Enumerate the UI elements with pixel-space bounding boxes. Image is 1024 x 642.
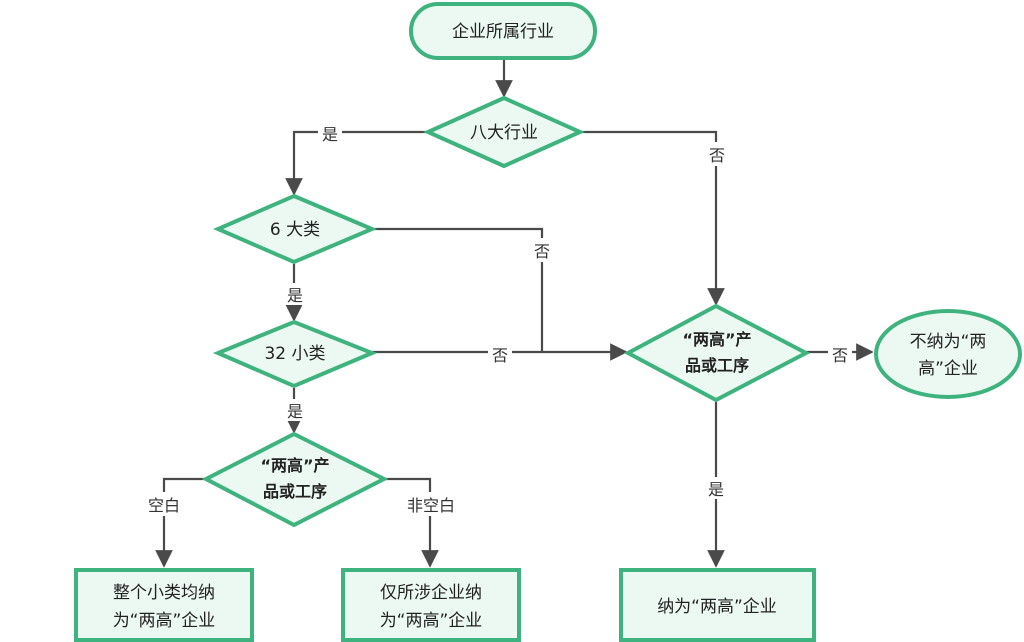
box-whole-line2: 为“两高”企业	[113, 611, 216, 631]
decision-hh-left-line2: 品或工序	[263, 482, 327, 501]
edge-label-yes: 是	[708, 480, 724, 499]
decision-32-subcategories: 32 小类	[212, 319, 378, 389]
decision-two-high-right: “两高”产 品或工序	[623, 303, 811, 403]
box-only-involved: 仅所涉企业纳 为“两高”企业	[341, 568, 521, 642]
edge-eight-yes	[285, 130, 428, 196]
decision-six-categories: 6 大类	[212, 193, 378, 265]
edge-label-no: 否	[492, 346, 508, 365]
edge-hh-nonblank	[384, 477, 439, 568]
box-yes-label: 纳为“两高”企业	[657, 597, 777, 617]
edge-label-nonblank: 非空白	[407, 496, 455, 515]
box-whole-subcategory: 整个小类均纳 为“两高”企业	[74, 568, 254, 642]
edge-eight-no	[580, 130, 725, 306]
end-not-included: 不纳为“两 高”企业	[874, 309, 1022, 399]
edge-label-no: 否	[709, 146, 725, 165]
decision-32-label: 32 小类	[264, 344, 325, 364]
decision-eight-industries: 八大行业	[423, 95, 585, 169]
box-only-line1: 仅所涉企业纳	[380, 583, 482, 603]
edge-six-no	[372, 227, 544, 352]
node-start-label: 企业所属行业	[452, 22, 554, 42]
edge-hh-blank	[155, 477, 206, 568]
edge-label-no: 否	[534, 242, 550, 261]
decision-hh-right-line1: “两高”产	[682, 330, 751, 349]
edge-label-yes: 是	[287, 402, 303, 421]
decision-hh-right-line2: 品或工序	[685, 356, 749, 375]
edge-label-no: 否	[832, 346, 848, 365]
box-whole-line1: 整个小类均纳	[113, 583, 215, 603]
end-no-line1: 不纳为“两	[910, 332, 987, 352]
edge-label-yes: 是	[287, 286, 303, 305]
edge-label-blank: 空白	[148, 496, 180, 515]
box-included: 纳为“两高”企业	[619, 568, 816, 642]
decision-two-high-left: “两高”产 品或工序	[201, 431, 389, 528]
decision-hh-left-line1: “两高”产	[260, 456, 329, 475]
decision-six-label: 6 大类	[270, 220, 320, 240]
decision-eight-label: 八大行业	[470, 123, 538, 143]
node-start: 企业所属行业	[409, 2, 597, 60]
edges: 是 否 是 否 否 是 空白 非空白 否	[142, 58, 874, 568]
edge-label-yes: 是	[322, 125, 338, 144]
end-no-line2: 高”企业	[918, 359, 978, 379]
box-only-line2: 为“两高”企业	[380, 611, 483, 631]
